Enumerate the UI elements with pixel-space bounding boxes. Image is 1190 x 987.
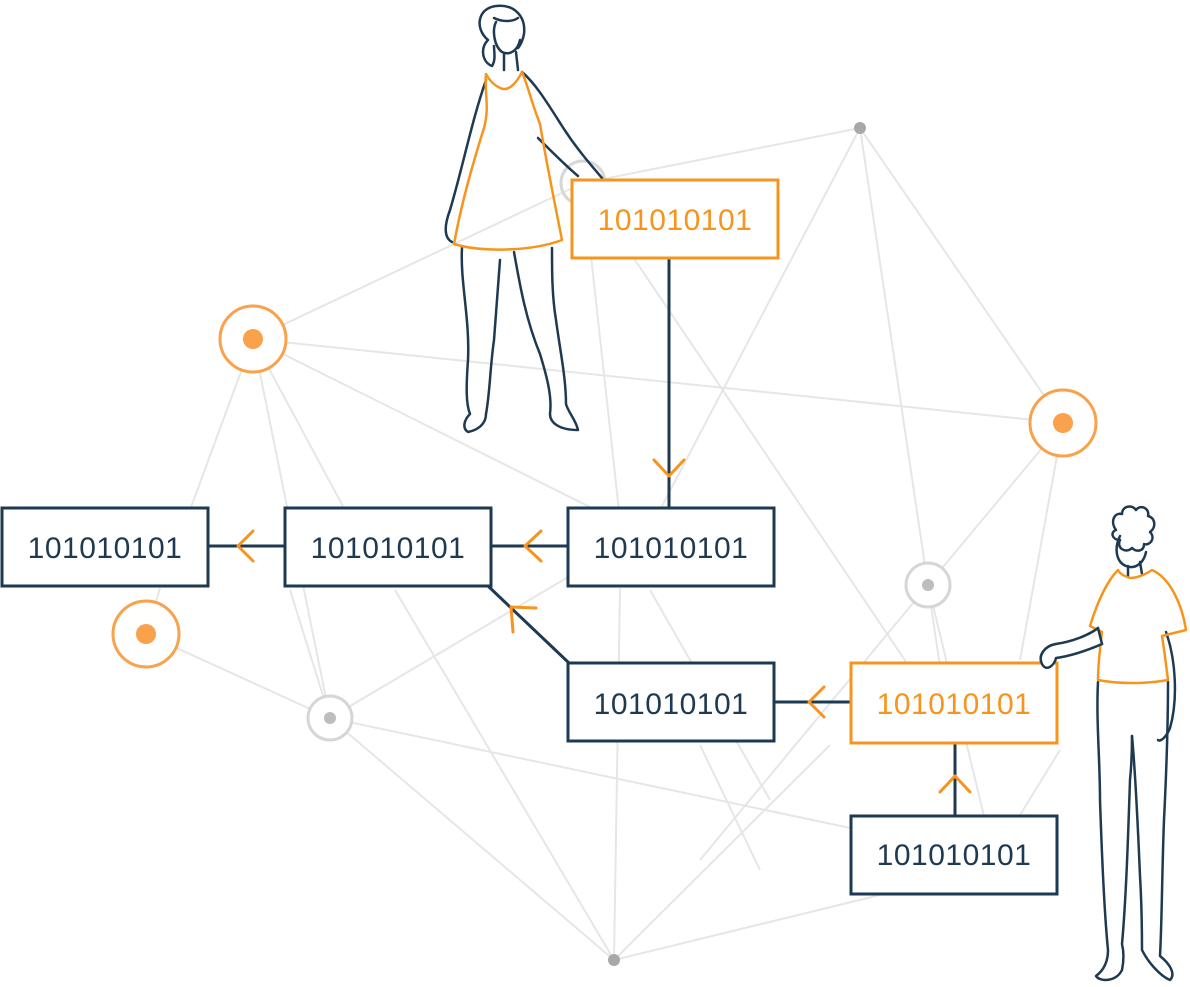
person-curly-hair-icon — [1039, 505, 1188, 982]
box-label: 101010101 — [28, 532, 183, 565]
arrow-up-left-icon — [509, 605, 538, 634]
box-top: 101010101 — [570, 178, 780, 260]
network-node-ring — [904, 561, 952, 609]
box-far-left: 101010101 — [0, 506, 210, 588]
box-label: 101010101 — [594, 688, 749, 721]
highlighted-node — [218, 304, 288, 374]
arrow-up-icon — [938, 774, 972, 794]
network-node — [854, 122, 866, 134]
network-node — [608, 954, 620, 966]
arrow-down-icon — [652, 458, 686, 478]
box-bottom-right: 101010101 — [849, 814, 1059, 896]
connectors — [208, 259, 957, 816]
arrow-left-icon — [807, 685, 826, 719]
arrow-left-icon — [523, 529, 543, 563]
box-lower-right: 101010101 — [849, 661, 1059, 745]
box-label: 101010101 — [877, 688, 1032, 721]
man-figure — [1039, 505, 1188, 982]
hand-icon — [1039, 626, 1104, 669]
connector-line — [486, 584, 571, 665]
highlighted-node — [111, 599, 181, 669]
arrow-left-icon — [236, 529, 255, 563]
network-node-ring — [306, 694, 354, 742]
highlighted-node — [1028, 388, 1098, 458]
arrowheads — [236, 458, 972, 794]
box-mid-left: 101010101 — [283, 506, 493, 588]
box-center: 101010101 — [566, 506, 776, 588]
network-nodes — [111, 122, 1098, 966]
box-lower-center: 101010101 — [566, 661, 776, 743]
box-label: 101010101 — [594, 532, 749, 565]
person-in-dress-icon — [444, 4, 604, 434]
box-label: 101010101 — [877, 839, 1032, 872]
woman-figure — [444, 4, 604, 434]
box-label: 101010101 — [311, 532, 466, 565]
box-label: 101010101 — [598, 204, 753, 237]
